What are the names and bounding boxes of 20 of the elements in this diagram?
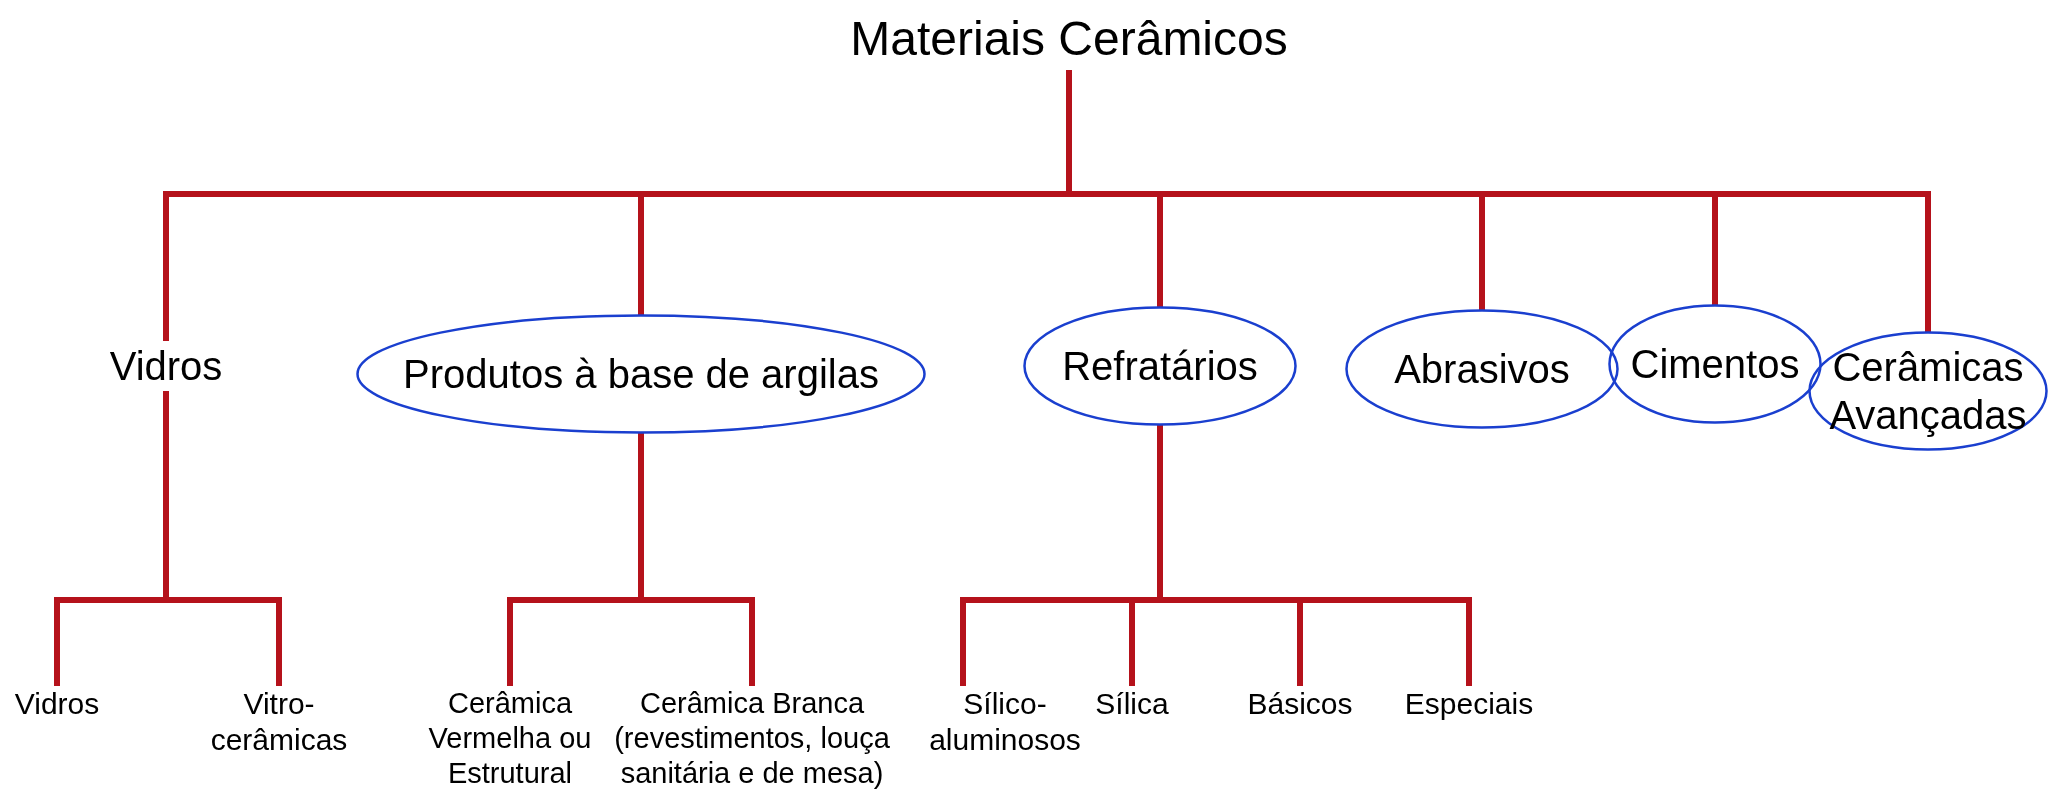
category-label: Básicos [1240, 686, 1360, 726]
category-ellipse [1023, 306, 1297, 426]
category-label: Abrasivos [1394, 346, 1570, 393]
category-label: Cerâmicas Avançadas [1828, 344, 2028, 439]
category-ellipse [1808, 331, 2048, 451]
category-label: Refratários [1062, 343, 1258, 390]
category-label: Cerâmica Branca (revestimentos, louça sanitária e de mesa) [604, 686, 900, 796]
connector-line [1157, 425, 1472, 686]
connector-line [1066, 70, 1931, 332]
category-label: Cimentos [1630, 341, 1800, 388]
category-ellipse [356, 314, 926, 434]
category-ellipse [1345, 309, 1619, 429]
category-label: Vitro-cerâmicas [204, 686, 354, 766]
category-label: Produtos à base de argilas [403, 351, 879, 398]
title-text: Materiais Cerâmicos [809, 8, 1329, 70]
category-label: Cerâmica Vermelha ou Estrutural [418, 686, 602, 796]
category-label: Vidros [96, 341, 236, 391]
category-label: Especiais [1399, 686, 1539, 726]
category-label: Vidros [7, 686, 107, 726]
category-ellipse [1608, 304, 1822, 424]
